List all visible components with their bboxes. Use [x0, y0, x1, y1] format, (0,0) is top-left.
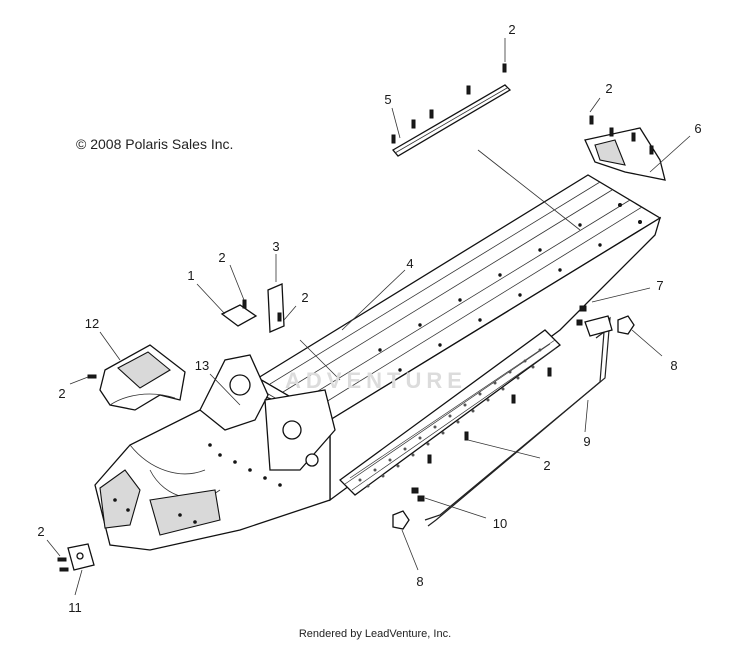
- callout-5: 5: [384, 92, 391, 107]
- running-board: [339, 329, 561, 496]
- copyright-notice: © 2008 Polaris Sales Inc.: [76, 136, 234, 152]
- rear-bumper-part-9: [424, 315, 613, 527]
- callout-2-left: 2: [58, 386, 65, 401]
- callout-7: 7: [656, 278, 663, 293]
- callout-9: 9: [583, 434, 590, 449]
- bracket-part-3: [267, 283, 285, 333]
- bracket-part-12: [99, 344, 186, 411]
- callout-2-mid: 2: [301, 290, 308, 305]
- callout-10: 10: [493, 516, 507, 531]
- callout-12: 12: [85, 316, 99, 331]
- callout-2-bottom-left: 2: [37, 524, 44, 539]
- rivet-fasteners: [57, 63, 654, 572]
- callout-2-right: 2: [605, 81, 612, 96]
- callout-6: 6: [694, 121, 701, 136]
- bracket-part-1: [220, 304, 258, 327]
- front-chassis: [94, 354, 336, 551]
- bracket-part-11: [67, 543, 95, 571]
- callout-3: 3: [272, 239, 279, 254]
- callout-2-top: 2: [508, 22, 515, 37]
- watermark-text: ADVENTURE: [285, 368, 467, 393]
- footer-credit: Rendered by LeadVenture, Inc.: [298, 628, 452, 640]
- callout-2-upper-left: 2: [218, 250, 225, 265]
- callout-1: 1: [187, 268, 194, 283]
- callout-4: 4: [406, 256, 413, 271]
- leader-lines: [46, 38, 691, 596]
- rear-bracket-part-6: [584, 127, 666, 181]
- callout-labels: 2 5 2 6 4 3 2 1 2 12 2 13 7 8 9 2 10 8 2…: [37, 22, 701, 615]
- callout-13: 13: [195, 358, 209, 373]
- rail-part-5: [392, 84, 512, 157]
- callout-2-lower: 2: [543, 458, 550, 473]
- callout-11: 11: [68, 600, 82, 615]
- callout-8-upper: 8: [670, 358, 677, 373]
- callout-8-lower: 8: [416, 574, 423, 589]
